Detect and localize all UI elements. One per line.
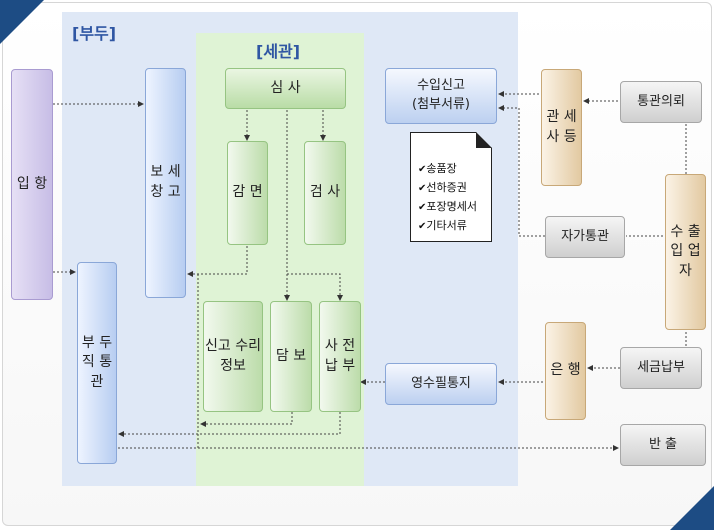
declaration-info-node: 신고 수리 정보 xyxy=(203,301,263,412)
document-item: 기타서류 xyxy=(418,217,477,236)
customs-broker-node: 관 세 사 등 xyxy=(541,69,582,186)
document-item: 포장명세서 xyxy=(418,198,477,217)
document-item: 송품장 xyxy=(418,160,477,179)
bank-node: 은 행 xyxy=(545,322,586,420)
review-node: 심 사 xyxy=(225,68,346,109)
attached-documents-list: 송품장 선하증권 포장명세서 기타서류 xyxy=(418,160,477,236)
prepayment-node: 사 전 납 부 xyxy=(319,301,361,412)
document-item: 선하증권 xyxy=(418,179,477,198)
reduction-node: 감 면 xyxy=(227,141,268,245)
security-node: 담 보 xyxy=(270,301,312,412)
inspection-node: 검 사 xyxy=(304,141,346,245)
bonded-area-label: [부두] xyxy=(72,24,117,43)
release-node: 반 출 xyxy=(620,424,706,466)
corner-decoration-bottom-right xyxy=(670,486,714,530)
tax-payment-node: 세금납부 xyxy=(620,347,702,389)
customs-label: [세관] xyxy=(256,42,301,61)
corner-decoration-top-left xyxy=(0,0,44,44)
importer-exporter-node: 수 출 입 업 자 xyxy=(665,174,706,330)
receipt-notice-node: 영수필통지 xyxy=(385,363,497,405)
entry-port-node: 입 항 xyxy=(11,69,53,300)
import-declaration-node: 수입신고 (첨부서류) xyxy=(385,68,497,124)
self-clearance-node: 자가통관 xyxy=(545,216,625,258)
bonded-warehouse-node: 보 세 창 고 xyxy=(145,68,186,298)
clearance-request-node: 통관의뢰 xyxy=(620,81,702,123)
direct-clearance-node: 부 두 직 통 관 xyxy=(77,262,117,464)
